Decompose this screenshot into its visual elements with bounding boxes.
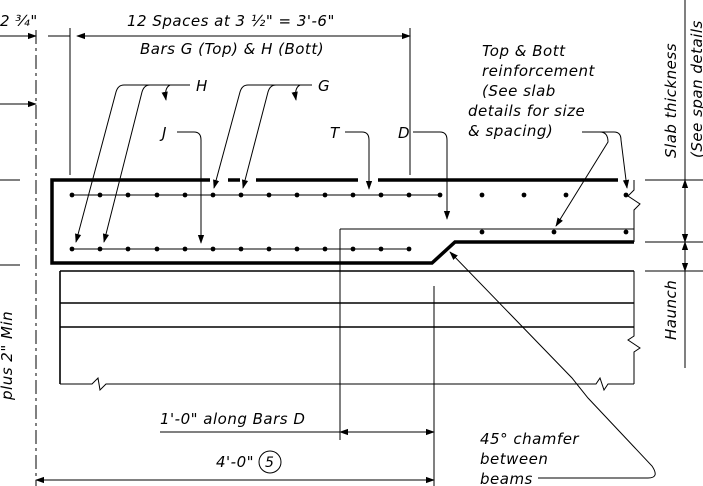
reinforcement-note: Top & Bott reinforcement (See slab detai…	[468, 42, 630, 227]
leader-t: T	[330, 124, 373, 190]
dimension-4ft	[35, 450, 435, 484]
svg-text:J: J	[159, 124, 167, 142]
svg-text:T: T	[330, 124, 341, 142]
chamfer-note: 45° chamfer between beams	[449, 251, 656, 486]
svg-text:45° chamfer: 45° chamfer	[480, 430, 579, 448]
right-dimensions	[645, 0, 703, 368]
slab-outline	[50, 178, 641, 392]
leader-g: G	[213, 77, 330, 189]
top-fraction-label: 2 ¾"	[0, 12, 38, 30]
along-d-label: 1'-0" along Bars D	[160, 410, 305, 428]
leader-j: J	[159, 124, 205, 244]
leader-h: H	[75, 77, 208, 243]
plus-2-min-label: plus 2" Min	[0, 311, 16, 401]
svg-text:details for size: details for size	[468, 102, 585, 120]
span-details-label: (See span details	[688, 20, 703, 158]
dimension-12-spaces	[0, 28, 411, 175]
circle-number: 5	[265, 455, 274, 471]
svg-text:(See slab: (See slab	[482, 82, 556, 100]
svg-text:beams: beams	[480, 470, 533, 486]
leader-d: D	[398, 124, 451, 220]
svg-text:H: H	[196, 77, 208, 95]
bars-gh-label: Bars G (Top) & H (Bott)	[140, 40, 324, 58]
svg-text:G: G	[318, 77, 330, 95]
four-ft-label: 4'-0"	[216, 453, 254, 471]
svg-text:between: between	[480, 450, 548, 468]
slab-thickness-label: Slab thickness	[662, 43, 680, 158]
svg-text:D: D	[398, 124, 410, 142]
spaces-label: 12 Spaces at 3 ½" = 3'-6"	[127, 12, 335, 30]
svg-text:& spacing): & spacing)	[468, 122, 553, 140]
svg-text:reinforcement: reinforcement	[482, 62, 596, 80]
haunch-label: Haunch	[662, 280, 680, 340]
svg-text:Top & Bott: Top & Bott	[482, 42, 566, 60]
